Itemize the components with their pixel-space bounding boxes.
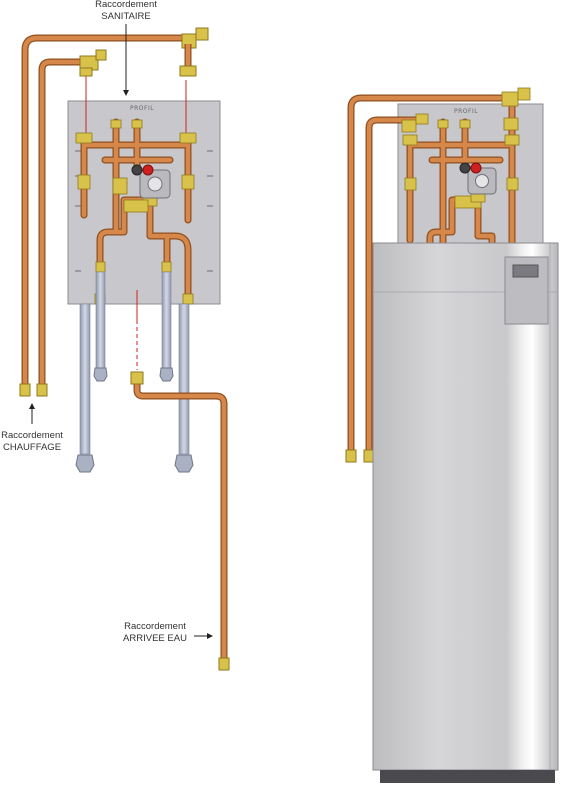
cabinet-body: [372, 242, 559, 771]
right-unit: PROFIL: [345, 87, 559, 783]
installed-heating-pipes: [347, 94, 514, 459]
plate-brand-text: PROFIL: [130, 105, 154, 112]
label-sanitaire: Raccordement SANITAIRE: [95, 0, 157, 96]
cabinet-plinth: [380, 770, 555, 783]
installed-heating-fitting-1: [345, 449, 357, 463]
heating-pipes: [21, 34, 192, 392]
svg-text:Raccordement: Raccordement: [124, 621, 186, 632]
svg-text:Raccordement: Raccordement: [1, 430, 63, 441]
svg-text:SANITAIRE: SANITAIRE: [101, 11, 150, 22]
heating-fitting-2: [36, 383, 48, 397]
water-inlet-end-fitting: [218, 657, 230, 671]
water-inlet-top-fitting: [130, 371, 144, 385]
plate-brass-fittings: [75, 119, 197, 305]
water-inlet-pipe: [133, 378, 228, 664]
mixing-valve-body: [131, 164, 171, 199]
installed-plate-brand: PROFIL: [454, 108, 478, 115]
left-kit: PROFIL: [19, 27, 230, 671]
sanitary-top-fittings: [79, 27, 209, 77]
installed-mixing-valve: [459, 162, 497, 195]
heating-fitting-1: [19, 383, 31, 397]
svg-text:ARRIVEE EAU: ARRIVEE EAU: [123, 633, 187, 644]
flexible-hoses: [75, 271, 194, 473]
display-screen: [512, 264, 539, 278]
svg-text:Raccordement: Raccordement: [95, 0, 157, 10]
label-chauffage: Raccordement CHAUFFAGE: [1, 403, 63, 453]
svg-text:CHAUFFAGE: CHAUFFAGE: [3, 442, 61, 453]
label-arrivee-eau: Raccordement ARRIVEE EAU: [123, 621, 213, 644]
alignment-guides: [85, 72, 187, 370]
